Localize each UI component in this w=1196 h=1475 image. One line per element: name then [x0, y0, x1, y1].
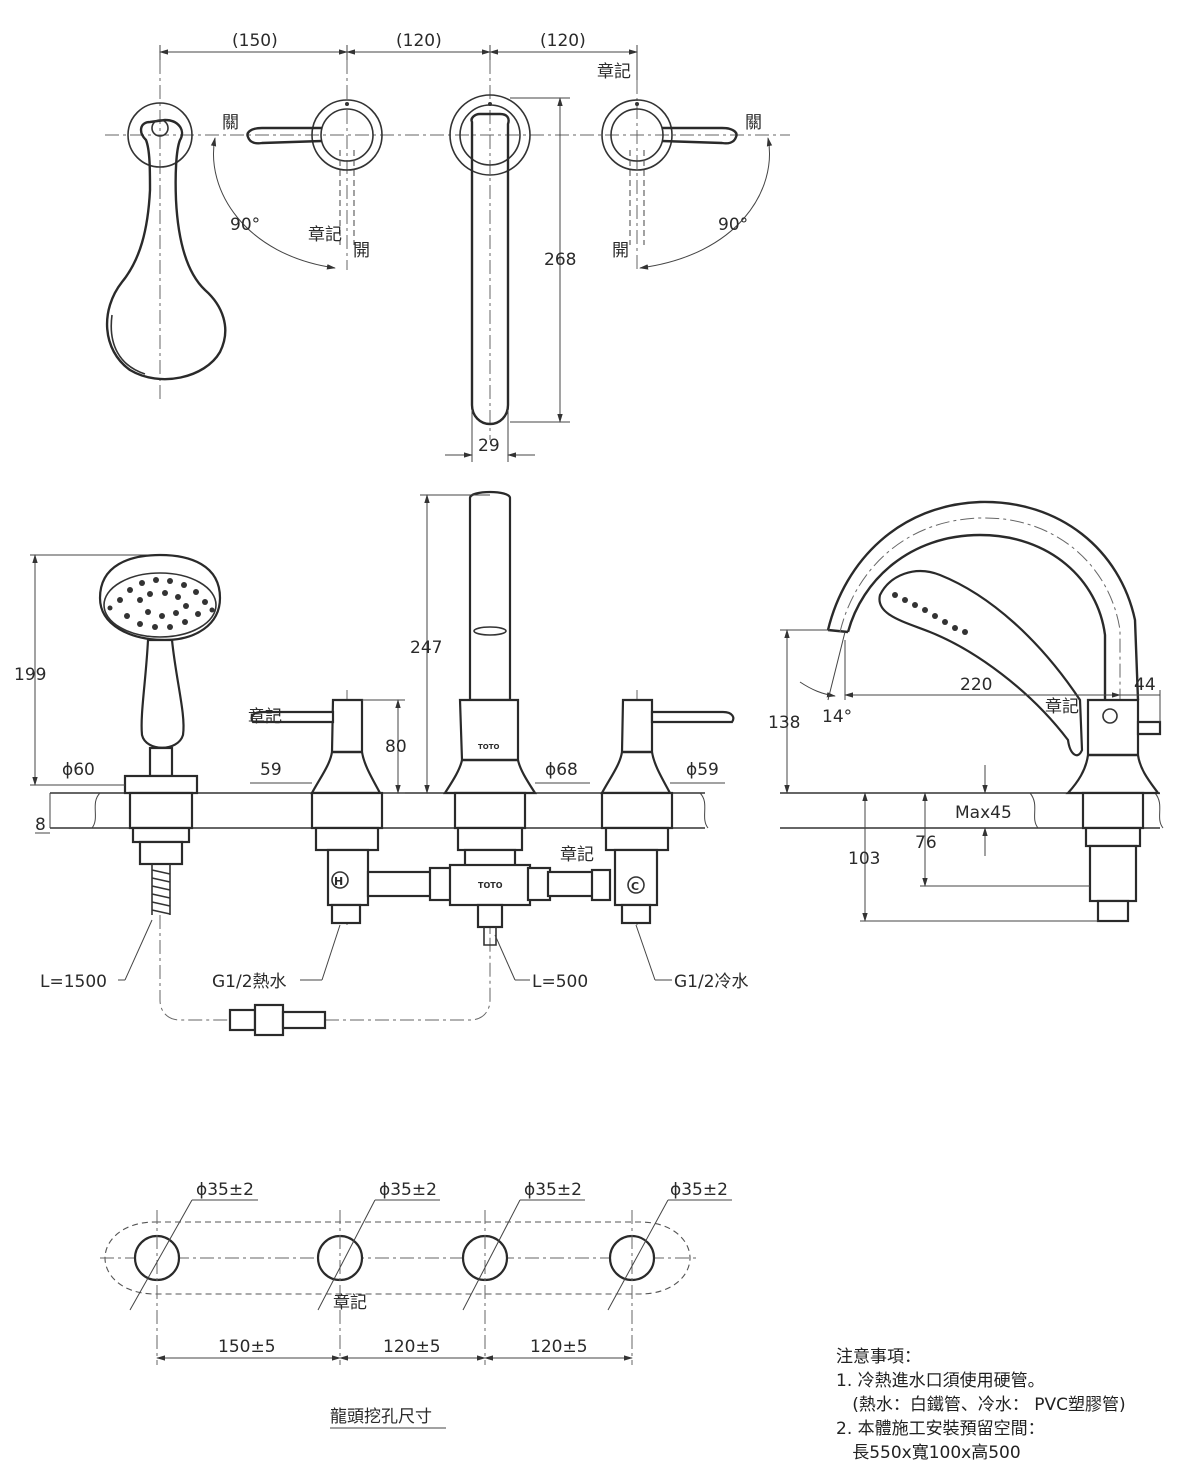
angle-left: 90°: [230, 215, 260, 235]
spout-escutcheon: [449, 94, 531, 176]
notes-line-2: (熱水：白鐵管、冷水： PVC塑膠管): [836, 1395, 1126, 1415]
cutout-mark-label: 章記: [333, 1293, 367, 1313]
spout-base-front: [442, 698, 538, 795]
diameter-60: ϕ60: [62, 760, 95, 780]
mark-label-left: 章記: [308, 225, 342, 245]
hose-connector: [253, 1003, 285, 1037]
outlet-length-label: L=500: [532, 972, 588, 992]
shower-base-front: [123, 774, 199, 795]
cutout-view: ϕ35±2 ϕ35±2 ϕ35±2 ϕ35±2 章記 150±5 120±5 1…: [100, 1180, 732, 1429]
open-left-label: 開: [353, 241, 370, 261]
spout-length-268: 268: [544, 250, 576, 270]
hole-3-dia: ϕ35±2: [524, 1180, 582, 1200]
brand-label-spout: TOTO: [478, 743, 500, 751]
spacing-150: 150±5: [218, 1337, 276, 1357]
dim-103: 103: [848, 849, 880, 869]
notes-line-3: 2. 本體施工安裝預留空間：: [836, 1419, 1045, 1439]
mixer-body: [448, 863, 532, 907]
cutout-title: 龍頭挖孔尺寸: [330, 1407, 432, 1427]
top-view: (150) (120) (120) 章記 90° 關 章記 開: [105, 31, 790, 462]
cold-lever-front: [650, 710, 735, 724]
mark-label-top: 章記: [597, 62, 631, 82]
spray-nozzles: [892, 592, 968, 635]
open-right-label: 開: [612, 241, 629, 261]
hose-length-label: L=1500: [40, 972, 107, 992]
cold-escutcheon: [601, 99, 673, 171]
side-mark-label: 章記: [1045, 697, 1079, 717]
deck-thickness-8: 8: [35, 815, 46, 835]
hot-escutcheon: [311, 99, 383, 171]
reach-220: 220: [960, 675, 992, 695]
dim-120-a: (120): [396, 31, 442, 51]
spout-front: [468, 490, 512, 702]
close-left-label: 關: [222, 113, 239, 133]
dim-76: 76: [915, 833, 937, 853]
shower-height-199: 199: [14, 665, 46, 685]
spacing-120-b: 120±5: [530, 1337, 588, 1357]
shower-escutcheon: [127, 102, 193, 168]
mark-label-valve: 章記: [560, 845, 594, 865]
front-view: 199 8 ϕ60: [14, 490, 749, 1037]
spout-height-247: 247: [410, 638, 442, 658]
installation-notes: 注意事項： 1. 冷熱進水口須使用硬管。 (熱水：白鐵管、冷水： PVC塑膠管)…: [836, 1345, 1176, 1465]
diameter-68: ϕ68: [545, 760, 578, 780]
spacing-120-a: 120±5: [383, 1337, 441, 1357]
hole-1-dia: ϕ35±2: [196, 1180, 254, 1200]
handle-height-80: 80: [385, 737, 407, 757]
hot-indicator: H: [334, 875, 343, 888]
shower-handle-front: [140, 638, 185, 749]
close-right-label: 關: [745, 113, 762, 133]
notes-line-4: 長550x寬100x高500: [836, 1443, 1021, 1463]
dim-150-top: (150): [232, 31, 278, 51]
offset-44: 44: [1134, 675, 1156, 695]
hole-2-dia: ϕ35±2: [379, 1180, 437, 1200]
angle-right: 90°: [718, 215, 748, 235]
notes-line-1: 1. 冷熱進水口須使用硬管。: [836, 1371, 1045, 1391]
spout-width-29: 29: [478, 436, 500, 456]
cold-inlet-label: G1/2冷水: [674, 972, 749, 992]
hot-inlet-label: G1/2熱水: [212, 972, 287, 992]
angle-14: 14°: [822, 707, 852, 727]
side-view: 章記 138 220 44 14° Max45 76 103: [768, 500, 1164, 923]
hole-4-dia: ϕ35±2: [670, 1180, 728, 1200]
diameter-59-left: 59: [260, 760, 282, 780]
spout-arc-inner: [846, 533, 1107, 700]
dim-120-b: (120): [540, 31, 586, 51]
notes-heading: 注意事項：: [836, 1347, 921, 1367]
cold-indicator: C: [631, 880, 639, 893]
side-base: [1065, 698, 1161, 795]
pullout-spray-head: [878, 570, 1084, 757]
shower-nozzles: [107, 577, 215, 630]
shower-head-front: [98, 553, 222, 642]
height-138: 138: [768, 713, 800, 733]
spout-arc-outer: [826, 500, 1140, 701]
diameter-59-right: ϕ59: [686, 760, 719, 780]
mark-label-handle: 章記: [248, 707, 282, 727]
brand-label-mixer: TOTO: [478, 881, 503, 890]
hot-lever-top: [246, 126, 323, 145]
hot-lever-front: [250, 710, 335, 724]
hand-shower-top: [105, 118, 227, 381]
deck-outline: [104, 1221, 691, 1295]
spout-top: [470, 112, 510, 426]
cold-lever-top: [661, 126, 738, 145]
max-deck-45: Max45: [955, 803, 1012, 823]
